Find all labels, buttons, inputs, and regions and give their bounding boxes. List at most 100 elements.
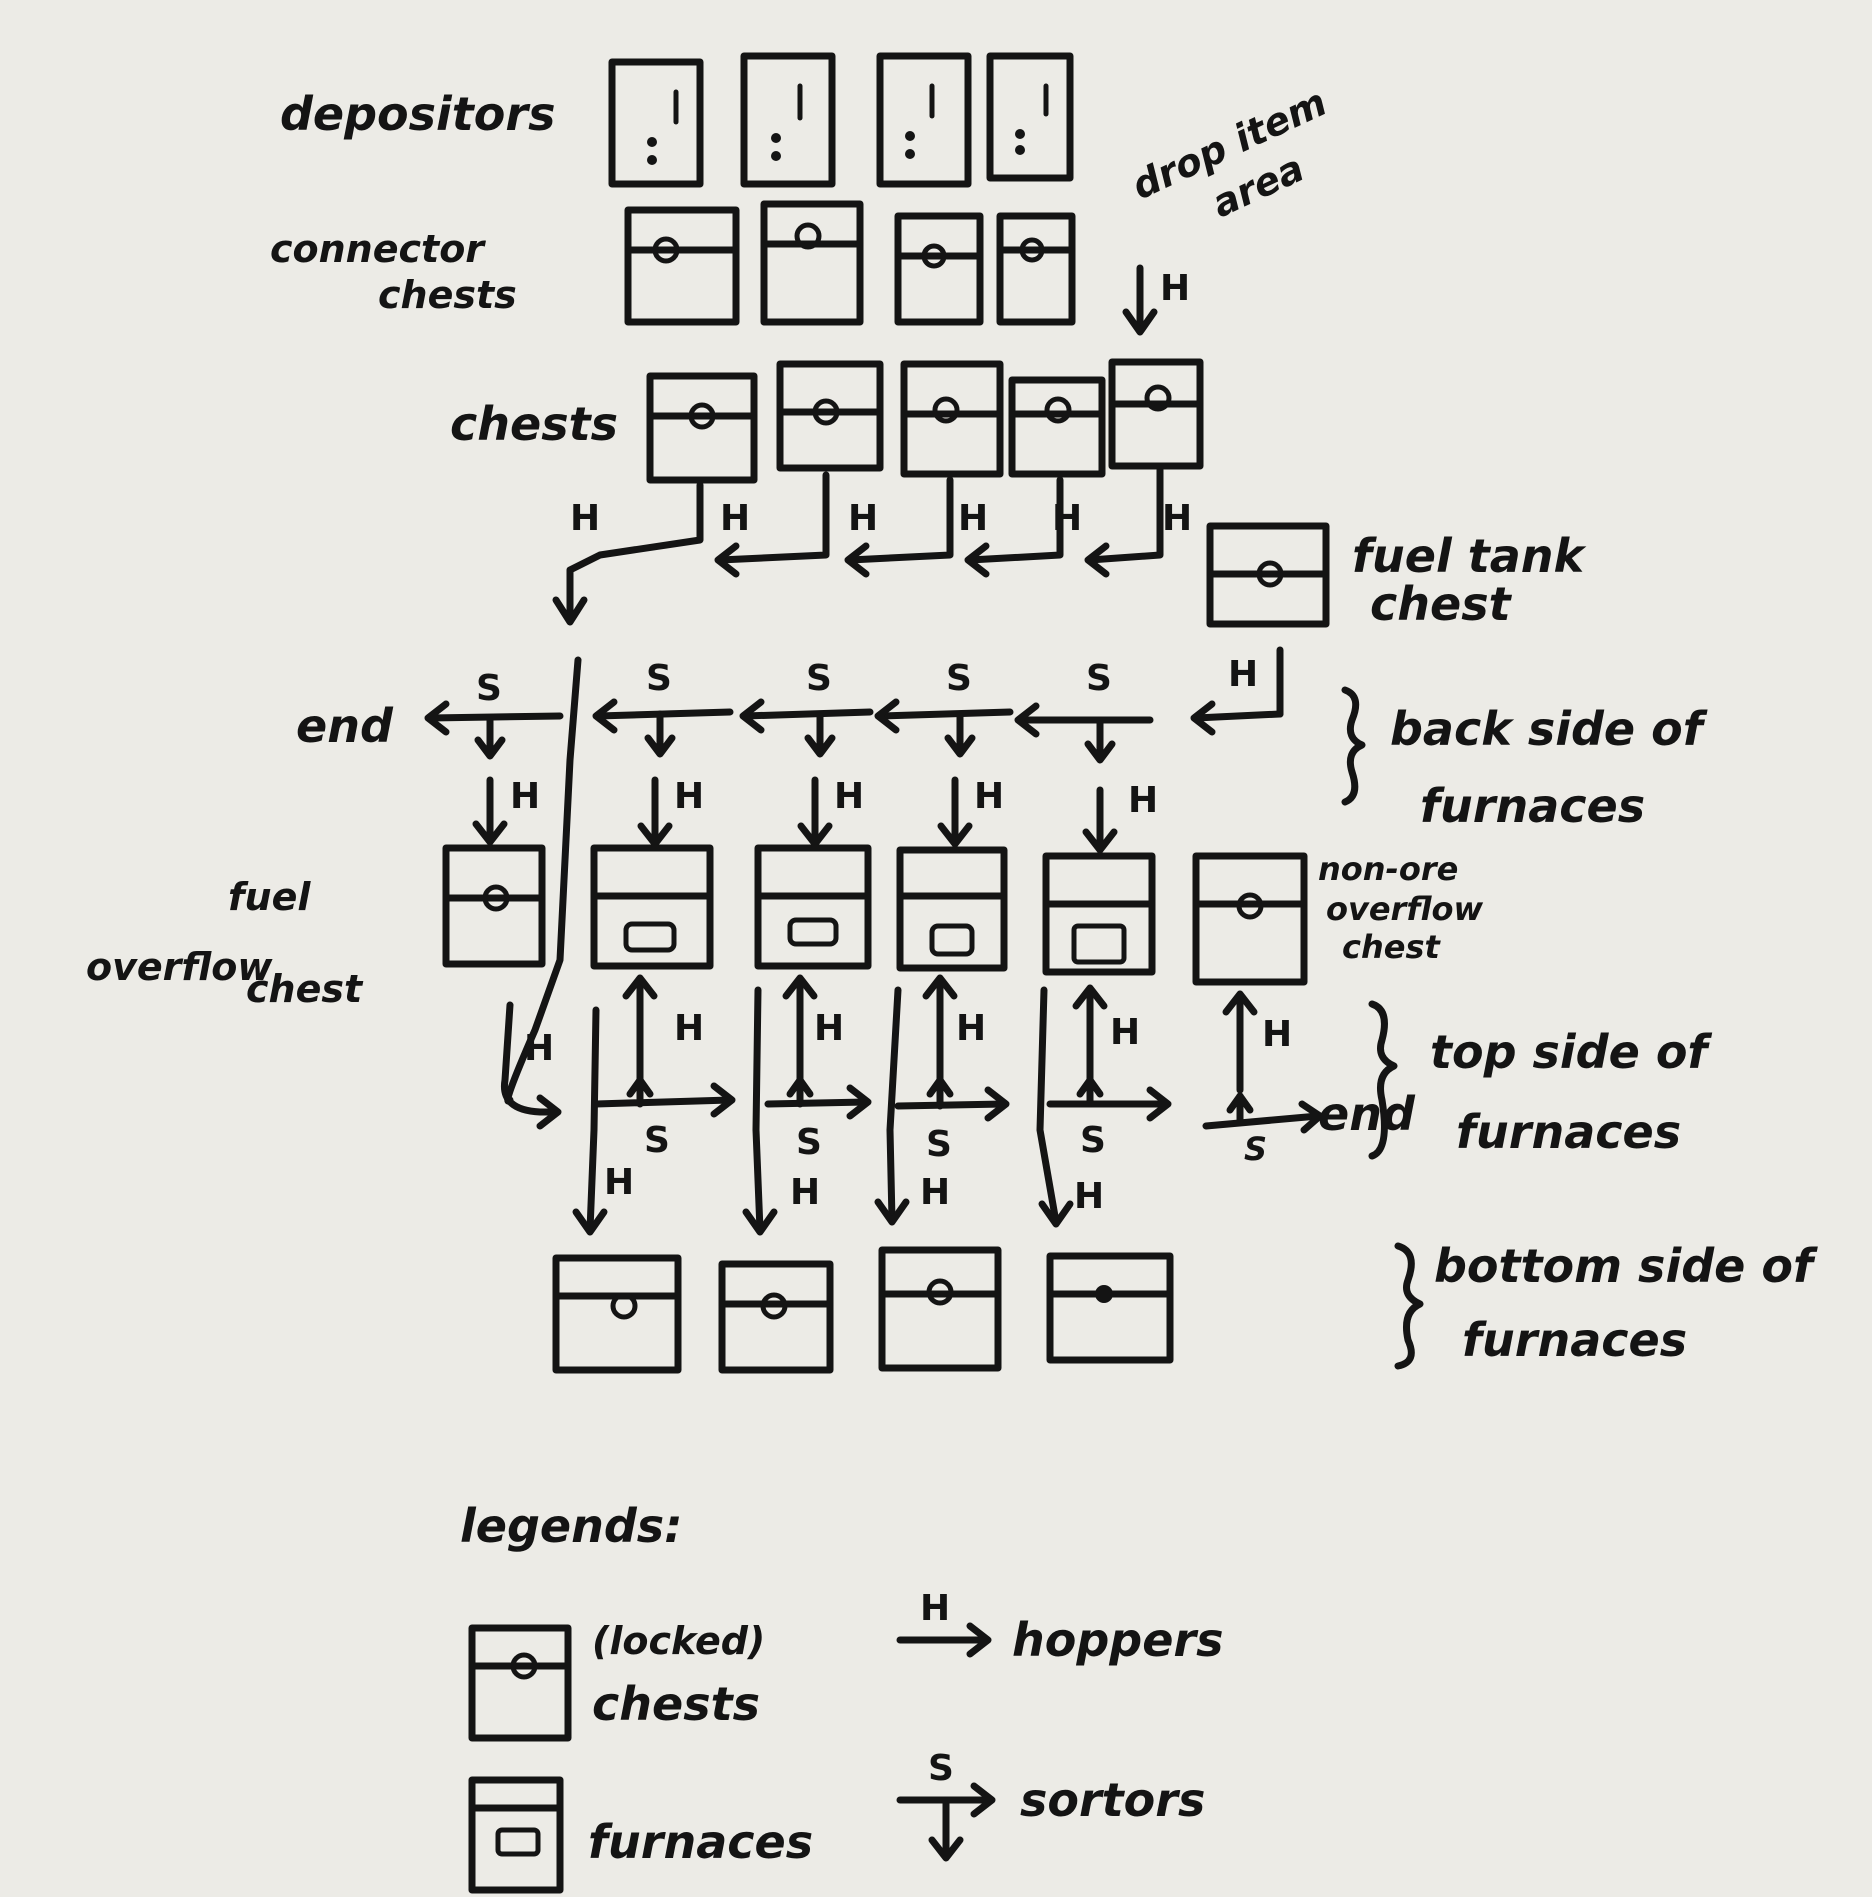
hopper-chest2 <box>716 471 830 564</box>
legend: legends: (locked) chests furnaces H hopp… <box>460 1499 1223 1894</box>
depositor-4 <box>986 52 1074 182</box>
sorter-marker: S <box>646 658 672 699</box>
chest-5 <box>1108 358 1204 470</box>
depositor-1 <box>608 58 704 188</box>
legend-chest-label-line2: chests <box>592 1677 760 1731</box>
hopper-marker: H <box>956 1008 986 1049</box>
sorter-marker: S <box>476 668 502 709</box>
hopper-line <box>586 1006 600 1234</box>
chests-label: chests <box>450 397 618 451</box>
hopper-marker: H <box>958 498 988 539</box>
hopper-marker: H <box>674 776 704 817</box>
connector-label-line1: connector <box>270 227 486 271</box>
bottom-chest-3 <box>878 1246 1002 1372</box>
bottom-side-label-line1: bottom side of <box>1434 1239 1818 1293</box>
bottom-chest-4 <box>1046 1252 1174 1364</box>
top-side-row: H H H H H H S S S S <box>500 974 1712 1168</box>
hopper-marker: H <box>524 1028 554 1069</box>
legend-hopper-marker: H <box>920 1588 950 1629</box>
legend-furnace-icon <box>468 1776 564 1894</box>
top-side-brace <box>1368 1000 1398 1160</box>
hopper-marker: H <box>848 498 878 539</box>
bottom-chest-2 <box>718 1260 834 1374</box>
top-side-label-line2: furnaces <box>1456 1105 1681 1159</box>
legend-chest-icon <box>468 1624 572 1742</box>
depositor-3 <box>876 52 972 188</box>
furnace-1 <box>590 844 714 970</box>
top-side-label-line1: top side of <box>1430 1025 1712 1079</box>
hopper-marker: H <box>814 1008 844 1049</box>
depositors-label: depositors <box>280 87 555 141</box>
non-ore-label-line2: overflow <box>1326 890 1484 928</box>
connector-chest-2 <box>760 200 864 326</box>
hopper-line <box>886 986 902 1224</box>
hopper-marker: H <box>570 498 600 539</box>
sorter-marker: S <box>806 658 832 699</box>
hopper-marker: H <box>1128 780 1158 821</box>
back-side-brace <box>1341 686 1366 806</box>
hopper-marker: H <box>510 776 540 817</box>
chests-row: chests <box>450 358 1204 484</box>
fuel-hopper-to-top <box>500 1001 559 1116</box>
sorter-marker: S <box>926 1124 952 1165</box>
hopper-marker: H <box>1162 498 1192 539</box>
non-ore-label-line1: non-ore <box>1318 850 1458 888</box>
hopper-line <box>1036 986 1060 1226</box>
sorter-marker: S <box>946 658 972 699</box>
chest-1 <box>646 372 758 484</box>
hopper-line <box>752 986 764 1234</box>
hopper-marker: H <box>1074 1176 1104 1217</box>
legend-sorter-marker: S <box>928 1748 954 1789</box>
hopper-marker: H <box>720 498 750 539</box>
bottom-side-brace <box>1394 1242 1424 1370</box>
hopper-marker: H <box>1110 1012 1140 1053</box>
hopper-to-main-column <box>566 481 704 624</box>
chest-2 <box>776 360 884 472</box>
connector-chest-3 <box>894 212 984 326</box>
bottom-hoppers: H H H H <box>572 986 1104 1236</box>
fuel-tank-chest: fuel tank chest <box>1206 522 1587 631</box>
depositor-2 <box>740 52 836 188</box>
connector-chest-4 <box>996 212 1076 326</box>
drop-hopper-marker: H <box>1160 268 1190 309</box>
bottom-side-row: bottom side of furnaces <box>552 1239 1818 1374</box>
fuel-overflow-label-line3: chest <box>246 967 364 1011</box>
bottom-side-label-line2: furnaces <box>1462 1313 1687 1367</box>
legend-furnace-label: furnaces <box>588 1815 813 1869</box>
legend-hopper-icon: H <box>896 1588 992 1658</box>
connector-chest-1 <box>624 206 740 326</box>
sorter-marker: S <box>796 1122 822 1163</box>
back-side-label-line1: back side of <box>1390 702 1708 756</box>
legend-title: legends: <box>460 1499 683 1553</box>
hopper-marker: H <box>604 1162 634 1203</box>
non-ore-overflow-chest <box>1192 852 1308 986</box>
chest-hopper-chain: H H H H H H <box>552 466 1192 626</box>
sorter-marker: S <box>644 1120 670 1161</box>
fuel-overflow-chest <box>442 844 546 968</box>
non-ore-label-line3: chest <box>1342 928 1442 966</box>
connector-chests-row: connector chests <box>270 200 1076 326</box>
hopper-marker: H <box>834 776 864 817</box>
connector-label-line2: chests <box>378 273 517 317</box>
back-side-sorter-row: end H S S S S S back side of furnaces <box>296 646 1708 833</box>
back-side-label-line2: furnaces <box>1420 779 1645 833</box>
chest-3 <box>900 360 1004 478</box>
hopper-marker: H <box>1262 1014 1292 1055</box>
legend-hopper-label: hoppers <box>1012 1613 1223 1667</box>
sorter-marker: S <box>1086 658 1112 699</box>
hopper-marker: H <box>674 1008 704 1049</box>
bottom-chest-1 <box>552 1254 682 1374</box>
back-hoppers: H H H H H <box>472 776 1158 854</box>
hopper-marker: H <box>790 1172 820 1213</box>
legend-sorter-label: sortors <box>1020 1773 1205 1827</box>
sorter-marker: S <box>1080 1120 1106 1161</box>
hopper-marker: H <box>920 1172 950 1213</box>
legend-sorter-icon: S <box>896 1748 996 1862</box>
hopper-chest5 <box>1086 466 1164 564</box>
drop-item-area: drop item area H <box>1122 80 1333 336</box>
furnace-4 <box>1042 852 1156 976</box>
hopper-chest4 <box>966 476 1064 564</box>
fuel-tank-label-line2: chest <box>1370 577 1513 631</box>
